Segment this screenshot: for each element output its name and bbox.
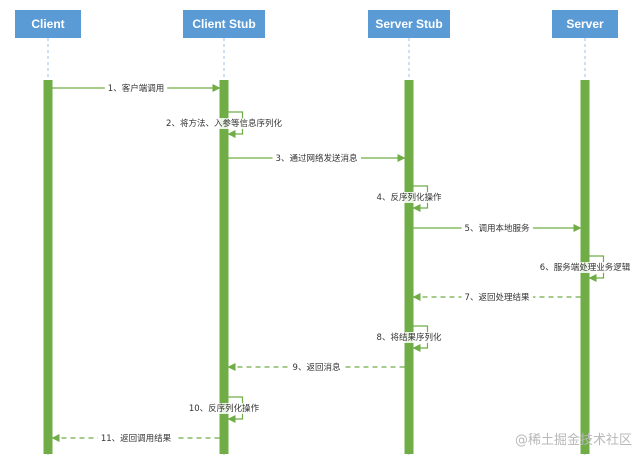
message-label-bg-5: [461, 223, 533, 234]
message-label-bg-6: [537, 262, 633, 273]
watermark-text: @稀土掘金技术社区: [515, 432, 632, 448]
actor-label-client_stub: Client Stub: [192, 17, 255, 31]
message-label-bg-11: [97, 433, 175, 444]
actor-box-client: [15, 10, 81, 38]
message-label-9: 9、返回消息: [293, 362, 341, 373]
message-label-bg-9: [289, 362, 344, 373]
message-label-5: 5、调用本地服务: [465, 223, 530, 234]
message-label-bg-7: [461, 292, 533, 303]
actor-label-server: Server: [566, 17, 604, 31]
activation-bar-client_stub: [219, 80, 229, 454]
message-label-bg-8: [374, 332, 444, 343]
actor-box-server_stub: [368, 10, 450, 38]
actor-label-server_stub: Server Stub: [375, 17, 442, 31]
message-label-bg-1: [104, 83, 168, 94]
message-label-bg-2: [164, 118, 285, 129]
actor-box-server: [552, 10, 618, 38]
message-label-bg-4: [374, 192, 444, 203]
message-label-11: 11、返回调用结果: [101, 433, 172, 444]
message-label-7: 7、返回处理结果: [465, 292, 530, 303]
message-label-10: 10、反序列化操作: [189, 403, 260, 414]
message-label-1: 1、客户端调用: [108, 83, 164, 94]
message-label-4: 4、反序列化操作: [377, 192, 442, 203]
message-label-3: 3、通过网络发送消息: [276, 153, 358, 164]
actor-label-client: Client: [31, 17, 64, 31]
message-label-bg-3: [272, 153, 361, 164]
message-label-2: 2、将方法、入参等信息序列化: [166, 118, 282, 129]
message-label-8: 8、将结果序列化: [377, 332, 442, 343]
activation-bar-server_stub: [404, 80, 414, 454]
activation-bar-client: [43, 80, 53, 454]
message-label-6: 6、服务端处理业务逻辑: [540, 262, 631, 273]
actor-box-client_stub: [183, 10, 265, 38]
message-label-bg-10: [186, 403, 262, 414]
